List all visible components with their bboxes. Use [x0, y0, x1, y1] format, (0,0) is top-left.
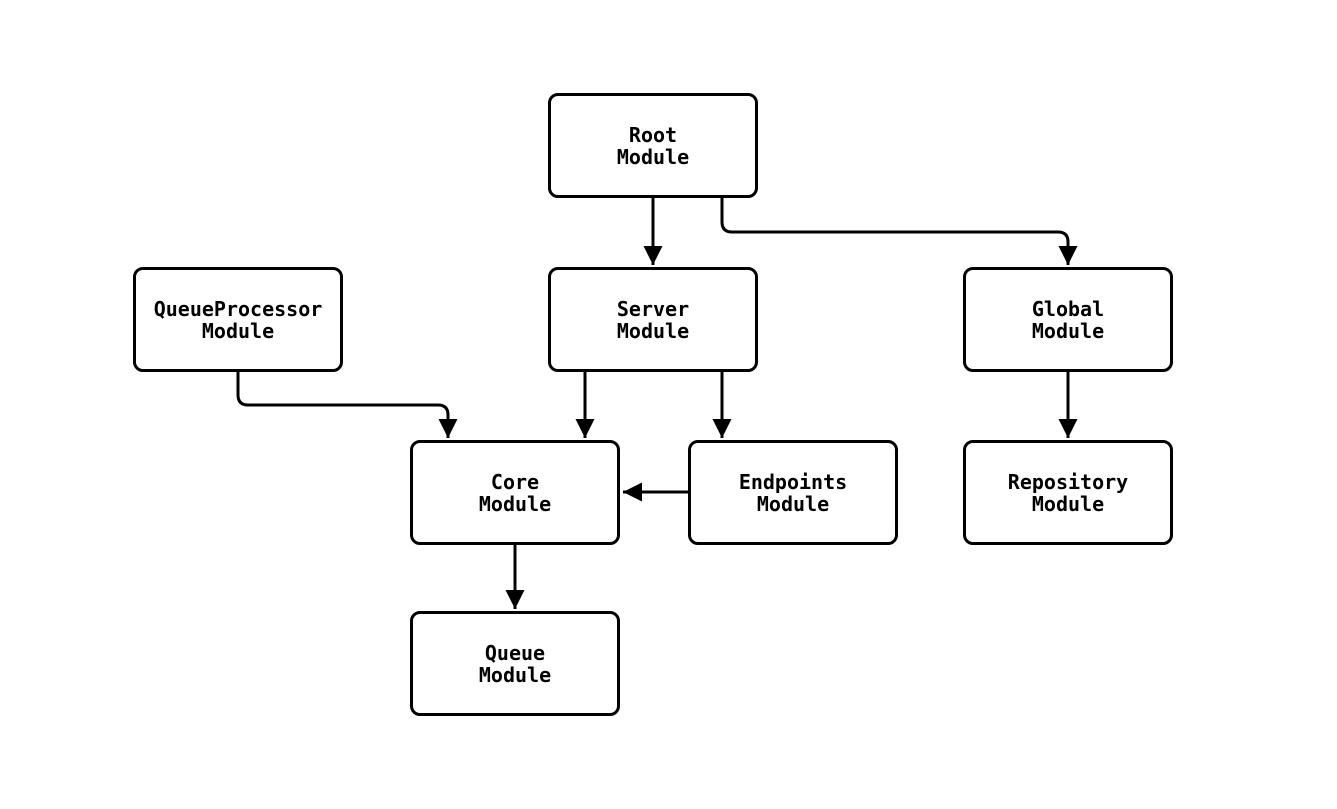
node-queue-module: Queue Module [410, 611, 620, 716]
node-root-module: Root Module [548, 93, 758, 198]
edge-root-to-global [720, 198, 1078, 265]
node-repository-module: Repository Module [963, 440, 1173, 545]
node-core-module: Core Module [410, 440, 620, 545]
node-server-module: Server Module [548, 267, 758, 372]
node-queueprocessor-module: QueueProcessor Module [133, 267, 343, 372]
node-endpoints-module: Endpoints Module [688, 440, 898, 545]
node-global-module: Global Module [963, 267, 1173, 372]
edge-queueprocessor-to-core [236, 372, 458, 438]
